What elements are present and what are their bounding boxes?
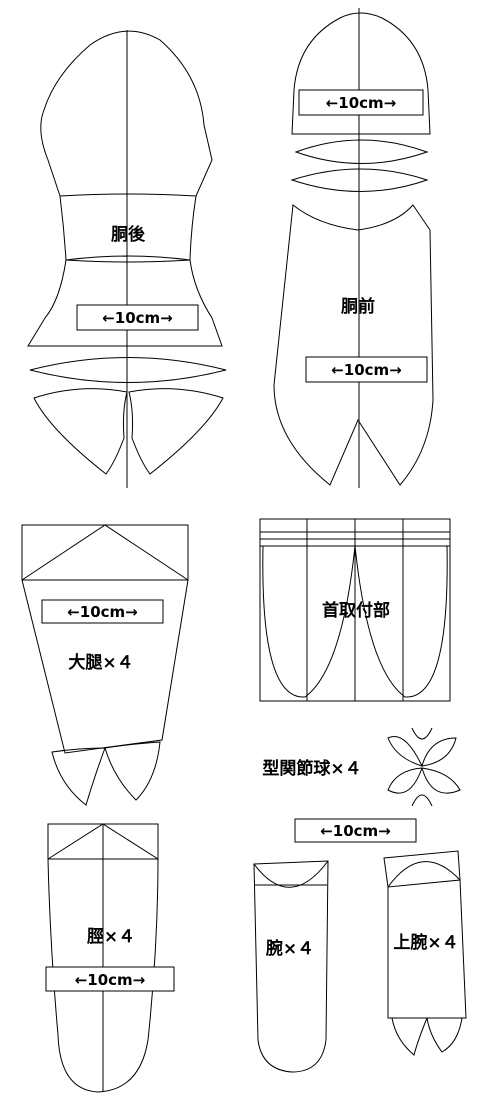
back-right-lobe — [128, 388, 224, 475]
upper-arm-left-lobe — [391, 1017, 428, 1056]
thigh-piece: ←10cm→ 大腿×４ — [21, 524, 189, 806]
front-head-scale-box — [298, 89, 424, 116]
upper-arm-piece: 上腕×４ — [383, 850, 467, 1056]
shin-label: 脛×４ — [87, 927, 135, 947]
joint-petal-top-left — [387, 736, 423, 767]
thigh-scale-text: ←10cm→ — [67, 603, 138, 621]
forearm-outline — [253, 860, 329, 1073]
neck-attach-label: 首取付部 — [322, 600, 390, 621]
back-torso-piece: ←10cm→ 胴後 — [27, 30, 227, 488]
standalone-scale-box — [294, 818, 417, 843]
forearm-label: 腕×４ — [266, 938, 314, 959]
thigh-top-box — [21, 524, 189, 581]
front-torso-piece: ←10cm→ ←10cm→ 胴前 — [273, 8, 434, 488]
thigh-right-lobe — [104, 741, 161, 801]
standalone-scale-text: ←10cm→ — [320, 822, 391, 840]
front-body-scale-box — [305, 356, 428, 383]
standalone-scale: ←10cm→ — [294, 818, 417, 843]
neck-attach-piece: 首取付部 — [259, 518, 451, 702]
front-head-dome — [291, 12, 431, 135]
shin-body — [47, 858, 159, 1093]
joint-ball-label: 型関節球×４ — [262, 758, 361, 779]
front-lens-strip-1 — [294, 139, 429, 164]
back-lens-strip — [29, 357, 227, 383]
joint-petal-top-right — [421, 737, 457, 767]
back-scale-box — [76, 304, 199, 331]
back-torso-label: 胴後 — [111, 224, 146, 245]
joint-ball-piece: 型関節球×４ — [262, 727, 461, 807]
thigh-scale-box — [41, 599, 164, 624]
shin-scale-box — [45, 966, 175, 992]
front-torso-label: 胴前 — [341, 296, 375, 317]
back-lower-body — [27, 259, 223, 347]
upper-arm-top-band — [383, 850, 461, 888]
joint-petal-bottom-right — [421, 767, 461, 794]
forearm-piece: 腕×４ — [253, 860, 329, 1073]
front-lens-strip-2 — [290, 168, 429, 192]
joint-petal-bottom-left — [387, 767, 423, 794]
upper-arm-right-lobe — [426, 1017, 463, 1053]
back-scale-text: ←10cm→ — [102, 309, 173, 327]
front-body-outline — [273, 204, 434, 486]
shin-piece: ←10cm→ 脛×４ — [45, 823, 175, 1093]
neck-inner-curve — [262, 545, 448, 698]
thigh-left-lobe — [51, 747, 106, 806]
thigh-top-chevron — [21, 524, 189, 581]
back-head-outline — [40, 30, 213, 197]
back-left-lobe — [33, 388, 128, 475]
front-head-scale-text: ←10cm→ — [326, 94, 397, 112]
upper-arm-label: 上腕×４ — [393, 932, 458, 953]
shin-scale-text: ←10cm→ — [75, 971, 146, 989]
thigh-label: 大腿×４ — [68, 652, 133, 673]
front-body-scale-text: ←10cm→ — [331, 361, 402, 379]
